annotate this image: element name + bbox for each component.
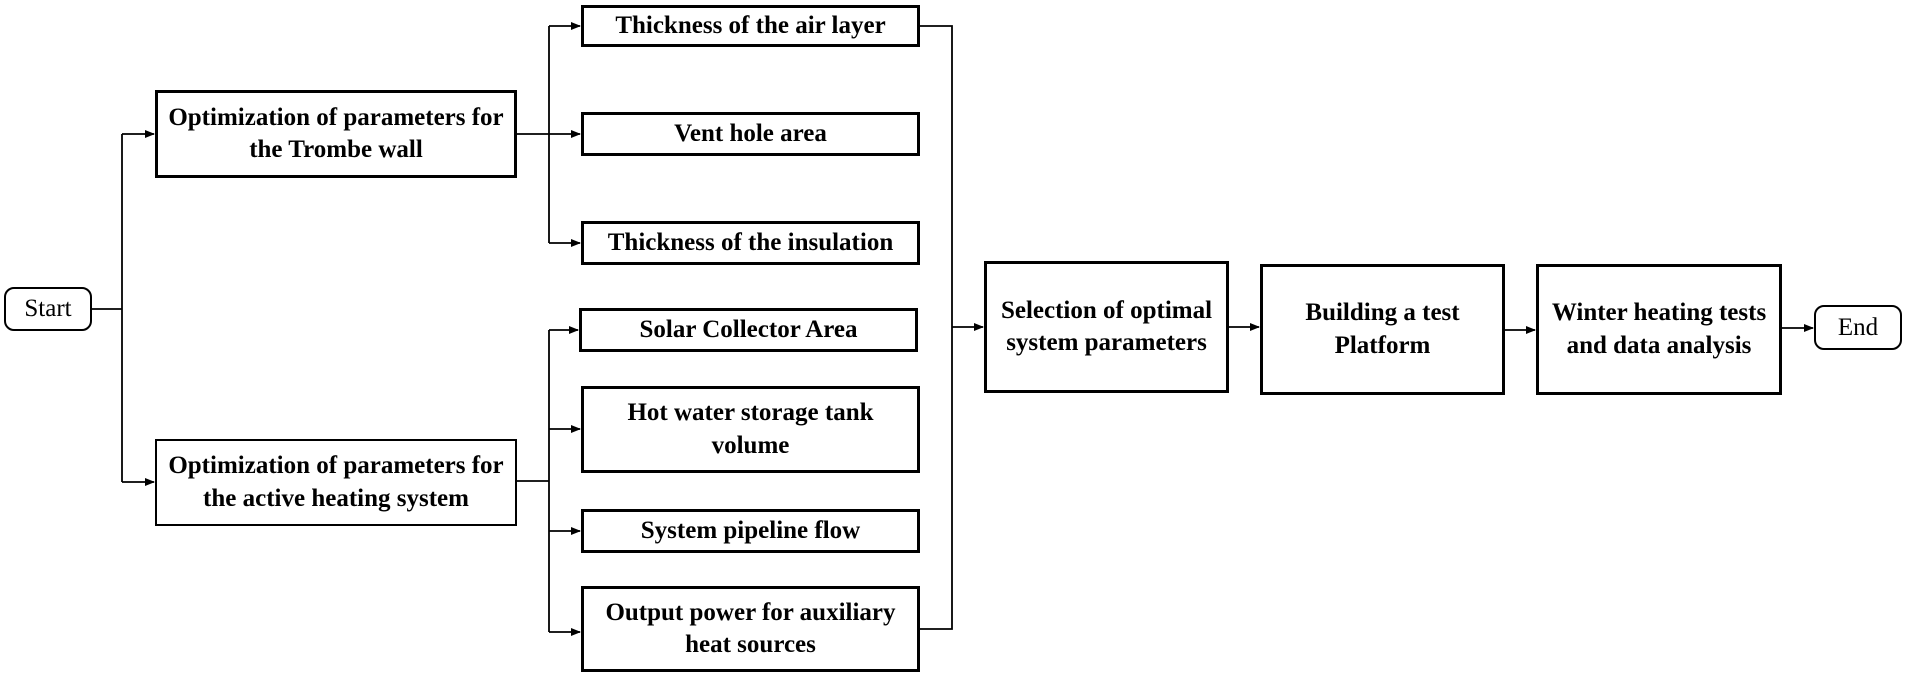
air-layer-box: Thickness of the air layer — [581, 5, 920, 47]
selection-box: Selection of optimal system parameters — [984, 261, 1229, 393]
collector-area-box: Solar Collector Area — [579, 308, 918, 352]
active-heating-box: Optimization of parameters for the activ… — [155, 439, 517, 526]
winter-tests-box: Winter heating tests and data analysis — [1536, 264, 1782, 395]
end-node: End — [1814, 305, 1902, 350]
test-platform-box: Building a test Platform — [1260, 264, 1505, 395]
vent-hole-box: Vent hole area — [581, 112, 920, 156]
collector-bus — [920, 25, 953, 630]
storage-tank-box: Hot water storage tank volume — [581, 386, 920, 473]
insulation-box: Thickness of the insulation — [581, 221, 920, 265]
pipeline-flow-box: System pipeline flow — [581, 509, 920, 553]
aux-power-box: Output power for auxiliary heat sources — [581, 586, 920, 672]
start-node: Start — [4, 287, 92, 331]
trombe-wall-box: Optimization of parameters for the Tromb… — [155, 90, 517, 178]
